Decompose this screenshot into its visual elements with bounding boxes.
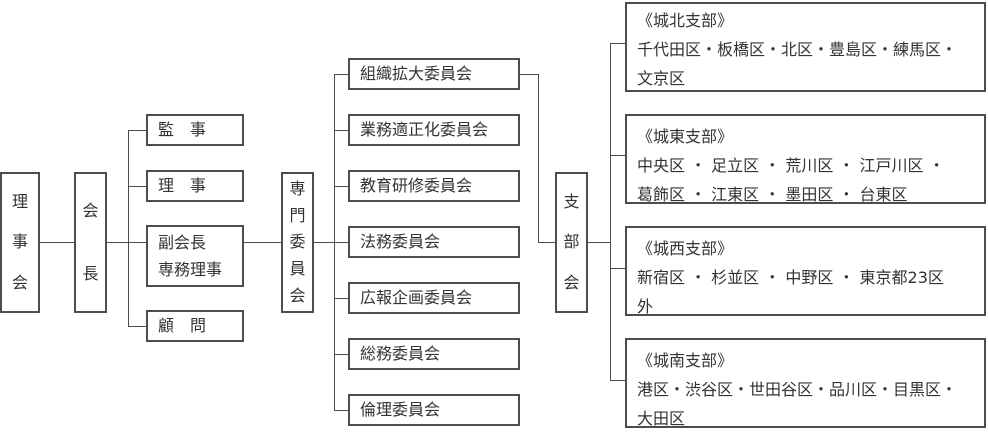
committee-box: 総務委員会 (348, 338, 520, 370)
committee-label: 広報企画委員会 (360, 288, 473, 307)
riji-kai-char: 理 (11, 192, 28, 212)
kaicho-char: 会 (82, 201, 99, 221)
connector-branch-4 (610, 380, 625, 381)
branch-wards-line: 千代田区・板橋区・北区・豊島区・練馬区・ (637, 40, 958, 59)
connector-officer-1 (128, 130, 146, 131)
connector-committee-6 (334, 354, 348, 355)
senmon-char: 委 (289, 232, 306, 252)
committee-box: 法務委員会 (348, 226, 520, 258)
shibu-char: 部 (563, 232, 580, 252)
committee-box: 倫理委員会 (348, 394, 520, 426)
connector-soshiki-shibu-h1 (520, 74, 538, 75)
officer-kanji-label: 監 事 (158, 120, 207, 139)
connector-officers-senmon (244, 242, 281, 243)
connector-branch-3 (610, 268, 625, 269)
connector-kaicho-officers (107, 242, 128, 243)
connector-branch-2 (610, 155, 625, 156)
senmon-char: 会 (289, 285, 306, 305)
senmon-char: 門 (289, 205, 306, 225)
committee-label: 総務委員会 (360, 344, 441, 363)
senmon-char: 専 (289, 179, 306, 199)
connector-committee-1 (334, 74, 348, 75)
branch-wards-line: 港区・渋谷区・世田谷区・品川区・目黒区・ (637, 380, 958, 399)
shibu-char: 会 (563, 272, 580, 292)
connector-shibu-branches (588, 242, 610, 243)
branch-jounan-box: 《城南支部》 港区・渋谷区・世田谷区・品川区・目黒区・ 大田区 (625, 338, 986, 428)
connector-committee-5 (334, 298, 348, 299)
officer-kanji-box: 監 事 (146, 114, 244, 146)
officer-komon-label: 顧 問 (158, 316, 207, 335)
branch-title: 《城西支部》 (637, 239, 734, 258)
officer-fuku-box: 副会長 専務理事 (146, 225, 244, 287)
committee-label: 法務委員会 (360, 232, 441, 251)
connector-officer-2 (128, 186, 146, 187)
officer-fuku-line1: 副会長 (158, 233, 207, 252)
officer-fuku-line2: 専務理事 (158, 260, 223, 279)
committee-box: 組織拡大委員会 (348, 58, 520, 90)
officer-riji-box: 理 事 (146, 170, 244, 202)
senmon-char: 員 (289, 259, 306, 279)
branch-jouhoku-box: 《城北支部》 千代田区・板橋区・北区・豊島区・練馬区・ 文京区 (625, 2, 986, 92)
connector-branches-spine (610, 43, 611, 380)
committee-label: 組織拡大委員会 (360, 64, 473, 83)
riji-kai-char: 会 (11, 272, 28, 292)
committee-box: 教育研修委員会 (348, 170, 520, 202)
senmon-iinkai-box: 専 門 委 員 会 (281, 172, 314, 313)
branch-wards-line: 外 (637, 297, 654, 316)
riji-kai-box: 理 事 会 (0, 172, 40, 313)
connector-officer-3 (128, 242, 146, 243)
branch-wards-line: 新宿区 ・ 杉並区 ・ 中野区 ・ 東京都23区 (637, 268, 944, 287)
shibu-char: 支 (563, 192, 580, 212)
kaicho-char: 長 (82, 263, 99, 283)
committee-box: 広報企画委員会 (348, 282, 520, 314)
connector-officer-4 (128, 326, 146, 327)
connector-soshiki-shibu-v (538, 74, 539, 242)
branch-title: 《城北支部》 (637, 11, 734, 30)
committee-label: 倫理委員会 (360, 400, 441, 419)
shibu-kai-box: 支 部 会 (555, 172, 588, 313)
connector-committee-7 (334, 410, 348, 411)
kaicho-box: 会 長 (74, 172, 107, 313)
branch-title: 《城東支部》 (637, 127, 734, 146)
connector-committee-4 (334, 242, 348, 243)
officer-komon-box: 顧 問 (146, 310, 244, 342)
branch-jousai-box: 《城西支部》 新宿区 ・ 杉並区 ・ 中野区 ・ 東京都23区 外 (625, 226, 986, 316)
officer-riji-label: 理 事 (158, 176, 207, 195)
connector-branch-1 (610, 43, 625, 44)
connector-senmon-committees (314, 242, 334, 243)
committee-box: 業務適正化委員会 (348, 114, 520, 146)
connector-riji-kaicho (40, 242, 74, 243)
connector-committee-2 (334, 130, 348, 131)
committee-label: 業務適正化委員会 (360, 120, 489, 139)
connector-soshiki-shibu-h2 (538, 242, 555, 243)
branch-wards-line: 中央区 ・ 足立区 ・ 荒川区 ・ 江戸川区 ・ (637, 156, 945, 175)
branch-wards-line: 大田区 (637, 409, 686, 428)
committee-label: 教育研修委員会 (360, 176, 473, 195)
connector-officers-spine (128, 130, 129, 326)
branch-joutou-box: 《城東支部》 中央区 ・ 足立区 ・ 荒川区 ・ 江戸川区 ・ 葛飾区 ・ 江東… (625, 114, 986, 204)
branch-wards-line: 葛飾区 ・ 江東区 ・ 墨田区 ・ 台東区 (637, 185, 908, 204)
riji-kai-char: 事 (11, 232, 28, 252)
branch-title: 《城南支部》 (637, 351, 734, 370)
branch-wards-line: 文京区 (637, 69, 686, 88)
connector-committee-3 (334, 186, 348, 187)
